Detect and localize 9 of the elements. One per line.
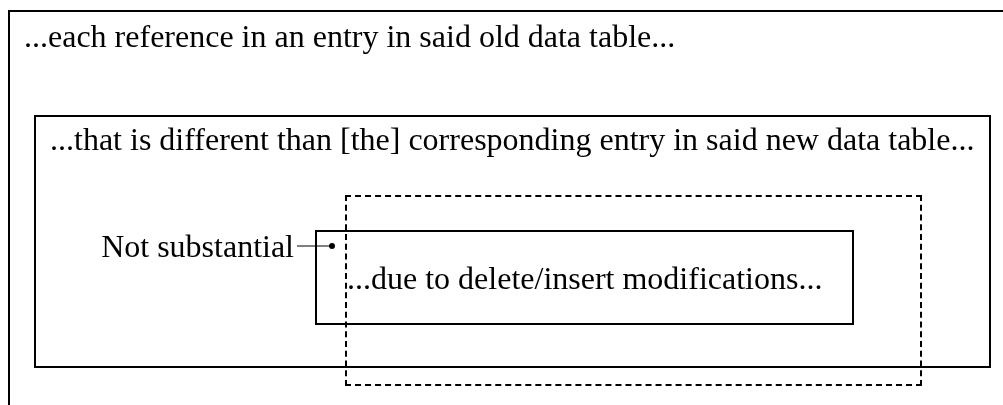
dashed-box	[345, 195, 922, 386]
box-text: ...due to delete/insert modifications...	[347, 262, 823, 294]
label-text: Not substantial	[101, 230, 294, 262]
inner-box	[34, 115, 991, 368]
box-text: ...each reference in an entry in said old data table...	[24, 20, 676, 52]
leader-line	[296, 243, 335, 249]
outer-box	[8, 10, 1003, 405]
process-box	[315, 230, 854, 325]
box-text: ...that is different than [the] corresponding entry in said new data table...	[50, 123, 975, 155]
